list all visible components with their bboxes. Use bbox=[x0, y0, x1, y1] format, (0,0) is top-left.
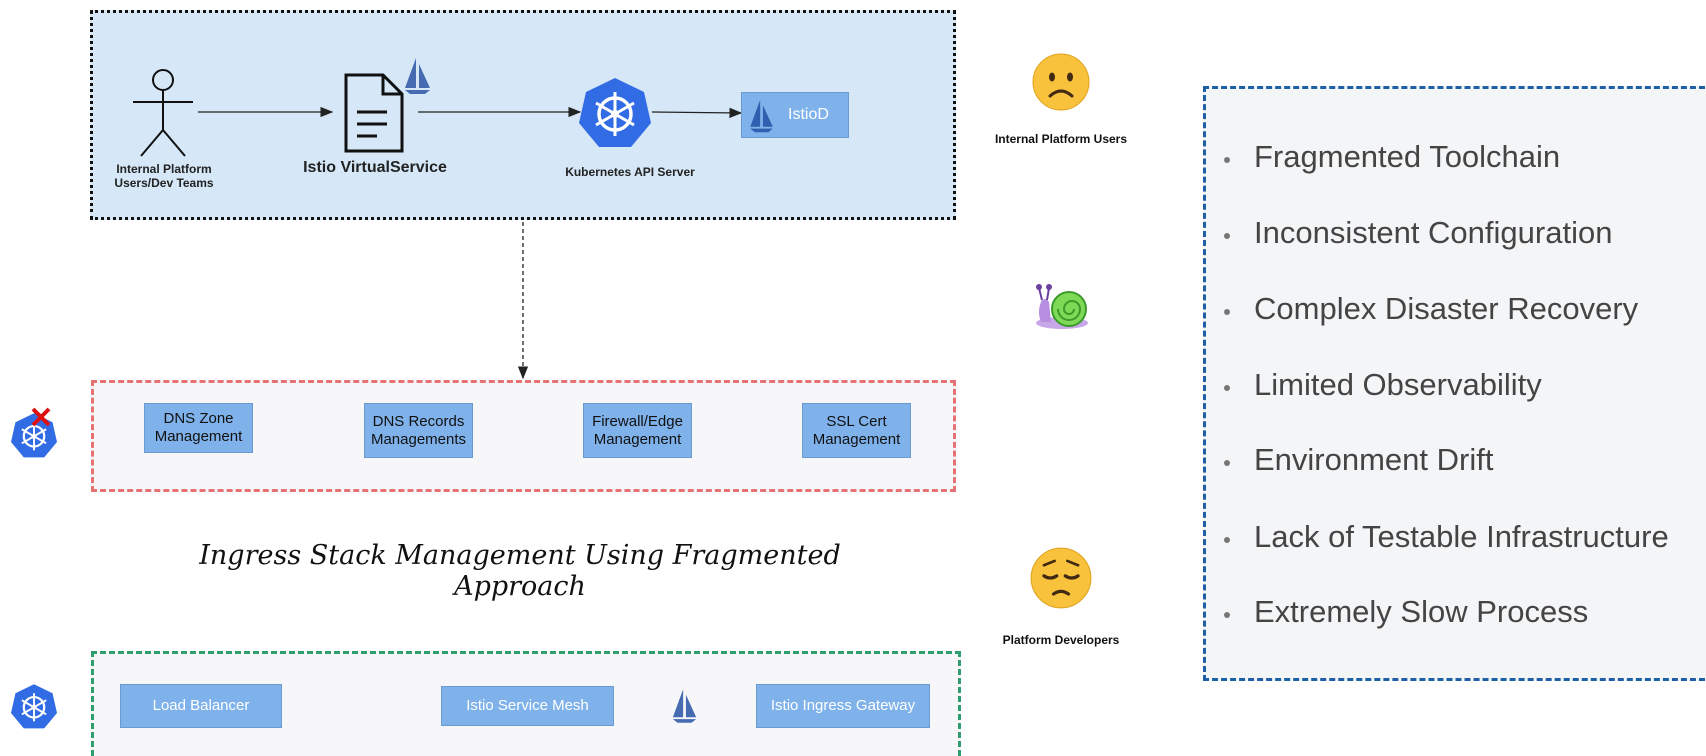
diagram-caption: Ingress Stack Management Using Fragmente… bbox=[199, 540, 841, 602]
k8s-api-label: Kubernetes API Server bbox=[565, 165, 695, 179]
problems-panel: Fragmented Toolchain Inconsistent Config… bbox=[1203, 86, 1706, 681]
snail-icon bbox=[1036, 284, 1088, 329]
red-x-icon bbox=[31, 407, 51, 427]
bullet bbox=[1224, 233, 1230, 239]
istio-ingress-gateway-box: Istio Ingress Gateway bbox=[756, 684, 930, 728]
istio-sail-icon bbox=[405, 58, 430, 94]
sad-face-icon bbox=[1032, 53, 1090, 111]
problem-item: Complex Disaster Recovery bbox=[1254, 291, 1639, 326]
dns-records-box: DNS Records Managements bbox=[364, 403, 473, 458]
istiod-label: IstioD bbox=[788, 106, 829, 123]
istio-sail-icon bbox=[672, 689, 697, 723]
load-balancer-box: Load Balancer bbox=[120, 684, 282, 728]
bullet bbox=[1224, 460, 1230, 466]
person-icon bbox=[133, 69, 193, 157]
actor-label: Internal Platform Users/Dev Teams bbox=[114, 162, 214, 190]
fragmented-stack-panel: DNS Zone Management DNS Records Manageme… bbox=[91, 380, 956, 492]
bullet bbox=[1224, 157, 1230, 163]
pensive-face-icon bbox=[1030, 547, 1092, 609]
problem-item: Lack of Testable Infrastructure bbox=[1254, 519, 1669, 554]
bullet bbox=[1224, 612, 1230, 618]
bullet bbox=[1224, 309, 1230, 315]
dns-zone-box: DNS Zone Management bbox=[144, 403, 253, 453]
bullet bbox=[1224, 537, 1230, 543]
internal-users-label: Internal Platform Users bbox=[994, 132, 1128, 146]
platform-developers-label: Platform Developers bbox=[1002, 633, 1120, 647]
problem-item: Environment Drift bbox=[1254, 442, 1494, 477]
firewall-edge-box: Firewall/Edge Management bbox=[583, 403, 692, 458]
problem-item: Extremely Slow Process bbox=[1254, 594, 1589, 629]
ssl-cert-box: SSL Cert Management bbox=[802, 403, 911, 458]
mesh-stack-panel: Load Balancer Istio Service Mesh Istio I… bbox=[91, 651, 961, 756]
istiod-box: IstioD bbox=[741, 92, 849, 138]
problem-item: Inconsistent Configuration bbox=[1254, 215, 1613, 250]
istio-service-mesh-box: Istio Service Mesh bbox=[441, 686, 614, 726]
kubernetes-icon bbox=[579, 78, 651, 147]
istio-sail-icon bbox=[750, 99, 773, 133]
problem-item: Fragmented Toolchain bbox=[1254, 139, 1561, 174]
document-icon bbox=[344, 73, 404, 153]
kubernetes-icon bbox=[11, 684, 57, 729]
virtualservice-label: Istio VirtualService bbox=[303, 159, 447, 176]
bullet bbox=[1224, 385, 1230, 391]
problem-item: Limited Observability bbox=[1254, 367, 1542, 402]
arrow-k8s-to-istiod bbox=[651, 107, 743, 119]
